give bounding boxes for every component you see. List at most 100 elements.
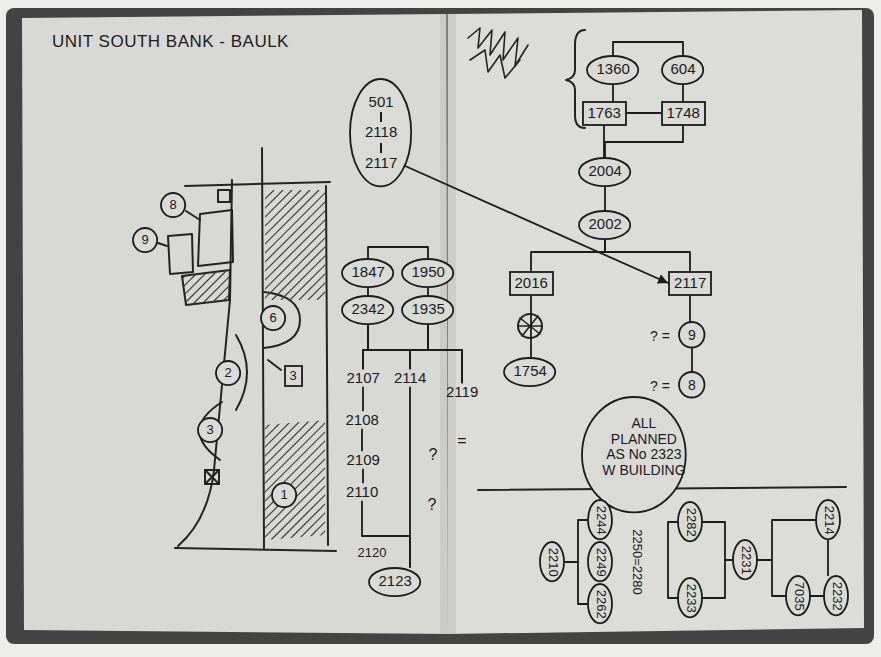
hatch-line <box>317 190 325 300</box>
label-holder: = <box>457 432 466 450</box>
hatch-line <box>281 190 325 300</box>
node-text: 2117 <box>674 275 706 292</box>
callout-circle: 2 <box>215 360 241 386</box>
node-text: 1847 <box>352 264 385 281</box>
callout-circle: 3 <box>197 417 223 443</box>
node-text: 7035 <box>791 582 805 611</box>
node-content: 2109 <box>347 452 380 469</box>
left-page <box>22 14 448 634</box>
callout-circle: 8 <box>160 192 186 218</box>
context-number: 2110 <box>344 483 380 502</box>
node-content: 6 <box>269 311 276 325</box>
context-number: 2114 <box>392 369 428 388</box>
connector <box>427 288 429 295</box>
hatch-line <box>325 420 445 540</box>
node-text: 2107 <box>347 370 380 387</box>
context-number: 2109 <box>345 451 382 470</box>
connector <box>811 595 823 597</box>
hatch-line <box>208 420 328 540</box>
connector <box>368 247 428 258</box>
context-oval: 1950 <box>401 258 454 288</box>
sketch-slab <box>168 234 193 274</box>
node-text: 2109 <box>347 452 380 469</box>
node-text: 501 <box>365 94 397 111</box>
hatch-line <box>289 420 409 540</box>
context-oval: 2002 <box>578 210 631 240</box>
node-text: 2119 <box>446 384 478 401</box>
context-box: 1763 <box>582 101 627 126</box>
hatch-line <box>299 190 325 300</box>
node-content: 2117 <box>674 275 706 292</box>
leader-line <box>158 243 167 246</box>
node-content: 2233 <box>683 584 697 613</box>
node-text: 2002 <box>589 216 622 233</box>
connector <box>367 288 369 295</box>
connector <box>531 240 605 271</box>
callout-circle: 9 <box>132 227 158 253</box>
hatch-line <box>147 270 182 305</box>
node-content: 2119 <box>446 384 478 401</box>
node-text: 2249 <box>593 548 607 577</box>
callout-circle: 6 <box>260 305 286 331</box>
outline-shape <box>198 418 222 442</box>
outline-shape <box>583 102 626 125</box>
node-content: 2244 <box>593 506 607 535</box>
hatch-line <box>253 420 373 540</box>
connector <box>703 560 732 598</box>
outline-shape <box>679 322 705 348</box>
node-content: 1754 <box>514 363 547 380</box>
query-mark: ? <box>428 496 437 514</box>
sketch-square <box>218 190 230 202</box>
equivalence-note: ? = <box>650 379 670 394</box>
node-text: 8 <box>169 198 176 212</box>
label-holder: 2250=2280 <box>630 529 644 594</box>
node-content: 604 <box>671 61 696 78</box>
connector <box>368 325 410 369</box>
outline-shape <box>824 576 848 615</box>
hatch-line <box>316 420 436 540</box>
sketch-line <box>326 186 328 545</box>
note-oval: ALL PLANNED AS No 2323 W BUILDING <box>581 396 687 513</box>
spine-shadow <box>440 14 456 634</box>
node-content: 1748 <box>667 105 700 122</box>
hatching <box>145 190 445 540</box>
outline-shape <box>579 211 630 239</box>
outline-shape <box>350 79 411 186</box>
node-content: 1935 <box>412 301 445 318</box>
outline-shape <box>678 502 702 541</box>
connector <box>627 112 661 114</box>
hatch-line <box>226 420 346 540</box>
right-page <box>448 10 864 634</box>
node-text: 604 <box>671 61 696 78</box>
hatch-line <box>219 270 254 305</box>
node-content: 9 <box>688 328 696 343</box>
hatch-line <box>235 420 355 540</box>
connector <box>363 325 428 369</box>
context-box: 2016 <box>509 271 554 296</box>
connector <box>428 325 462 383</box>
connector <box>613 42 683 55</box>
node-text: 6 <box>269 311 276 325</box>
callout-square: 3 <box>284 365 303 387</box>
outline-shape <box>272 483 296 507</box>
matrix-link <box>380 112 382 122</box>
outline-shape <box>133 228 157 252</box>
label-holder: ? <box>429 446 438 464</box>
node-text: 1 <box>280 488 287 502</box>
context-oval: 1935 <box>401 295 454 325</box>
label-holder: ? <box>428 496 437 514</box>
outline-shape <box>588 500 612 539</box>
sketch-marker-cross <box>205 470 219 484</box>
node-content: 2210 <box>545 548 559 577</box>
sketch-line <box>185 182 330 186</box>
outline-shape <box>285 366 302 386</box>
context-number: 2119 <box>444 383 480 402</box>
node-text: 2214 <box>821 506 835 535</box>
context-oval: 2262 <box>587 583 613 624</box>
hatch-line <box>210 270 245 305</box>
matrix-link <box>380 143 382 153</box>
node-text: 2232 <box>829 582 843 611</box>
context-oval: 2004 <box>578 157 631 187</box>
context-oval: 2244 <box>587 499 613 540</box>
